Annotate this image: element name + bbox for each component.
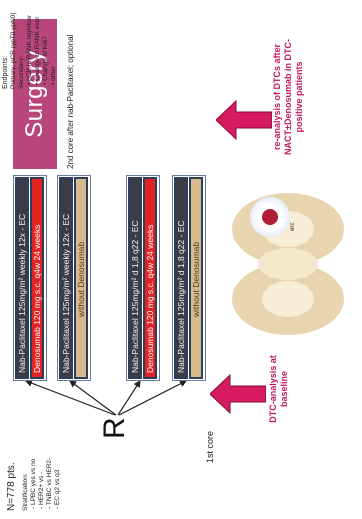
arrow-arm-2	[70, 381, 116, 415]
arm-1-treatment-bar: Denosumab 120 mg s.c. q4w 24 weeks	[30, 177, 44, 379]
arrow-arm-1	[26, 381, 115, 415]
arm-3-chemo-bar: Nab-Paclitaxel 125mg/m² d 1,8 q22 - EC	[128, 177, 142, 379]
arm-2-chemo-bar: Nab-Paclitaxel 125mg/m² weekly 12x - EC	[59, 177, 73, 379]
dtc-cell-label: erc	[290, 223, 296, 231]
pink-arrow-icon	[210, 373, 266, 415]
endpoints-secondary-item: • Change of Ki67	[42, 36, 50, 85]
arm-2-treatment-bar: without Denosumab	[74, 177, 88, 379]
arm-1-chemo-bar: Nab-Paclitaxel 125mg/m² weekly 12x - EC	[15, 177, 29, 379]
arm-4-treatment-bar: without Denosumab	[189, 177, 203, 379]
first-core-label: 1st core	[205, 431, 215, 463]
arm-4-chemo-bar: Nab-Paclitaxel 125mg/m² d 1,8 q22 - EC	[174, 177, 188, 379]
endpoints-secondary-title: Secondary:	[18, 56, 26, 89]
endpoints-secondary-item: • Change of RANK expr	[34, 17, 42, 85]
endpoints-primary: Primary: pCR (ypT0 ypN0)	[10, 12, 18, 89]
dtc-reanalysis-label: re-analysis of DTCs after NACT±Denosumab…	[272, 27, 305, 167]
dtc-cell-icon	[262, 209, 278, 225]
pink-arrow-icon	[216, 99, 272, 141]
endpoints-secondary-item: • pCR in RANK high/low	[26, 16, 34, 85]
arm-3-treatment-bar: Denosumab 120 mg s.c. q4w 24 weeks	[143, 177, 157, 379]
second-core-label: 2nd core after nab-Paclitaxel; optional	[66, 19, 76, 169]
dtc-baseline-label: DTC-analysis at baseline	[268, 353, 290, 425]
endpoints-title: Endpoints:	[2, 56, 10, 89]
endpoints-secondary-item: • other	[50, 66, 58, 85]
